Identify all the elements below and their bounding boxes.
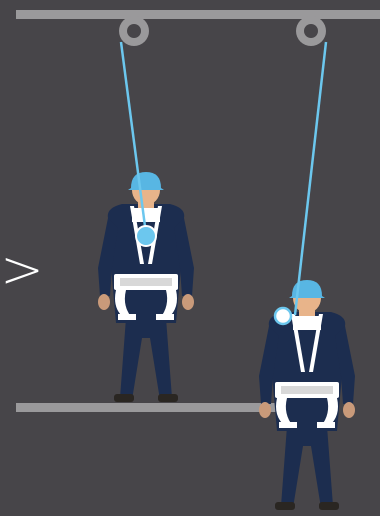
right-worker-icon [259,280,355,510]
left-attachment-point-icon [136,226,156,246]
floor-rail [16,403,278,412]
right-lanyard [295,42,326,315]
right-anchor-ring-icon [296,16,326,46]
right-attachment-point-icon [275,308,291,324]
comparison-symbol: > [0,240,44,300]
left-anchor-ring-icon [119,16,149,46]
top-rail [16,10,380,19]
left-worker-icon [98,172,194,402]
